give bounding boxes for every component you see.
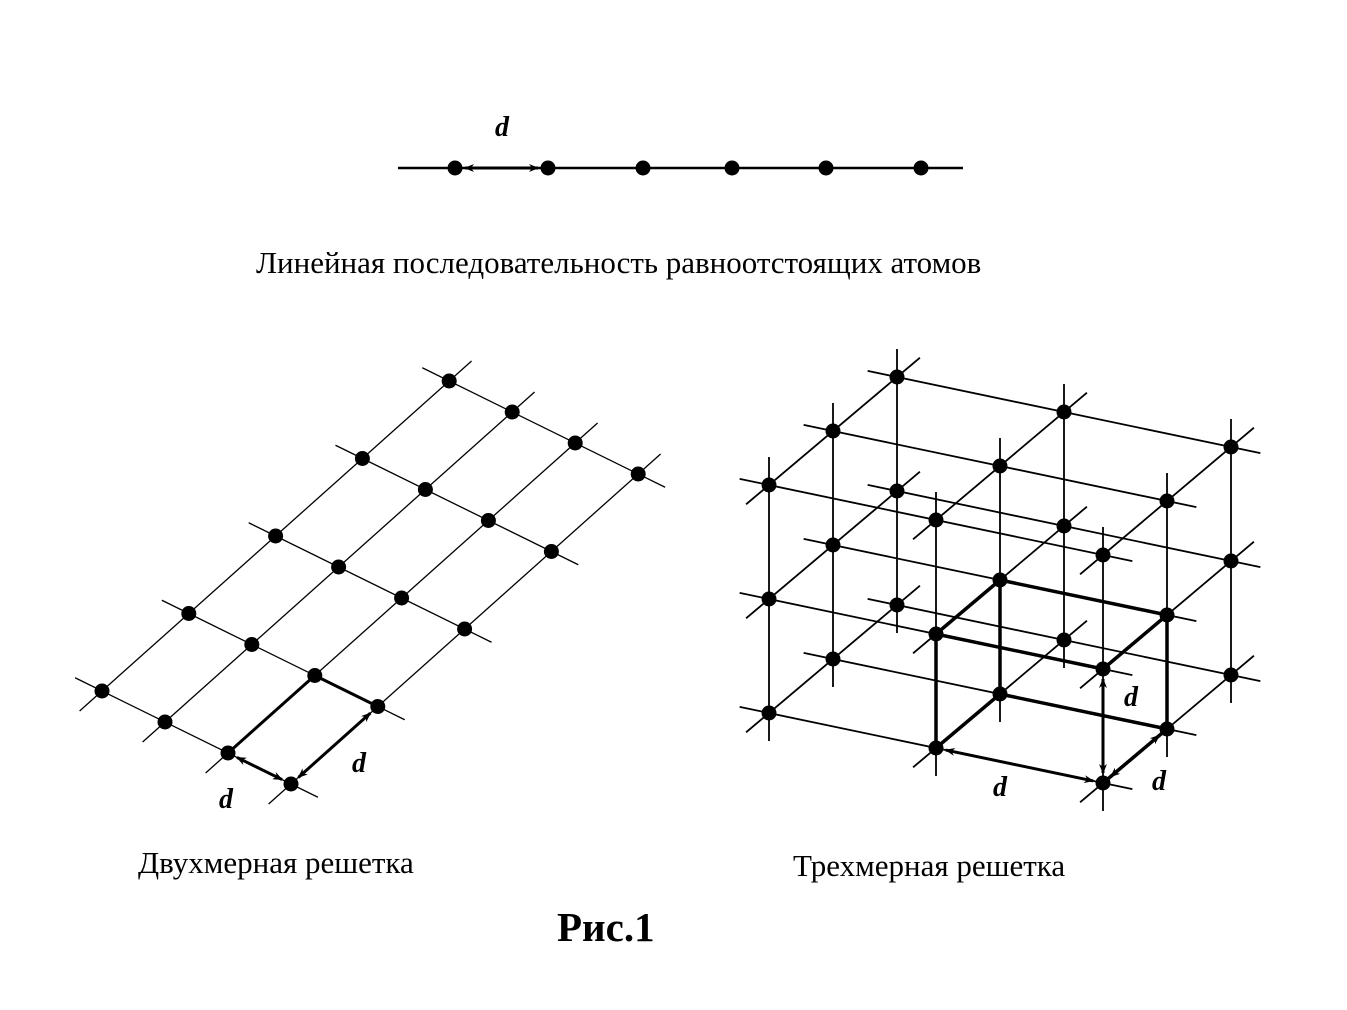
atom [447, 160, 463, 176]
atom [480, 513, 496, 528]
atom [889, 369, 905, 385]
atom [635, 160, 651, 176]
atom [441, 373, 457, 389]
lattice-3d-spacing-label-depth: d [1152, 766, 1166, 797]
atom [181, 606, 197, 621]
lattice-3d-caption: Трехмерная решетка [793, 848, 1066, 883]
atom [630, 466, 646, 482]
atom [1056, 632, 1072, 648]
atom [825, 651, 841, 667]
unit-cell-edge [314, 674, 379, 708]
atom [457, 621, 473, 637]
atom [94, 683, 110, 699]
unit-cell-edge [934, 578, 1002, 636]
atom [1159, 493, 1175, 509]
atom [504, 404, 520, 420]
linear-chain [398, 160, 963, 176]
atom [244, 637, 260, 652]
atom [992, 458, 1008, 474]
lattice-2d-spacing-label-2: d [219, 784, 233, 815]
atom [540, 160, 556, 176]
two-dimensional-lattice [74, 360, 666, 805]
atom [818, 160, 834, 176]
atom [889, 597, 905, 613]
linear-caption: Линейная последовательность равноотстоящ… [256, 245, 982, 280]
lattice-line [421, 367, 666, 488]
atom [1159, 721, 1175, 737]
atom [417, 482, 433, 497]
atom [928, 626, 944, 642]
three-dimensional-lattice [739, 349, 1261, 811]
atom [992, 572, 1008, 588]
atom [1223, 439, 1239, 455]
atom [220, 745, 236, 761]
unit-cell-edge [999, 578, 1168, 617]
lattice-line [335, 444, 579, 566]
atom [761, 477, 777, 493]
spacing-arrow-reverse-head [236, 756, 283, 780]
lattice-2d-spacing-label-1: d [352, 748, 366, 779]
atom [307, 668, 323, 683]
unit-cell-edge [227, 674, 316, 755]
atom [1056, 518, 1072, 534]
atom [1095, 775, 1111, 791]
spacing-arrow-reverse-head [1109, 735, 1160, 778]
atom [889, 483, 905, 499]
unit-cell-edge [999, 692, 1168, 731]
atom [761, 705, 777, 721]
atom [1159, 607, 1175, 623]
atom [1056, 404, 1072, 420]
atom [724, 160, 740, 176]
atom [331, 559, 347, 575]
atom [543, 544, 559, 559]
atom [761, 591, 777, 607]
atom [567, 435, 583, 451]
atom [394, 590, 410, 606]
spacing-arrow-reverse-head [944, 747, 1094, 781]
atom [825, 537, 841, 553]
linear-spacing-label: d [495, 112, 509, 143]
atom [825, 423, 841, 439]
atom [928, 740, 944, 756]
unit-cell-edge [935, 632, 1104, 671]
atom [1223, 553, 1239, 569]
atom [913, 160, 929, 176]
lattice-2d-caption: Двухмерная решетка [138, 845, 414, 880]
atom [1095, 547, 1111, 563]
unit-cell-edge [1101, 613, 1169, 671]
atom [283, 776, 299, 792]
spacing-arrow-reverse-head [297, 713, 371, 779]
atom [992, 686, 1008, 702]
unit-cell-edge [934, 692, 1002, 750]
lattice-3d-spacing-label-vertical: d [1124, 682, 1138, 713]
atom [928, 512, 944, 528]
lattice-3d-spacing-label-horizontal: d [993, 772, 1007, 803]
atom [1223, 667, 1239, 683]
atom [354, 451, 370, 466]
atom [157, 714, 173, 730]
atom [370, 699, 386, 714]
atom [1095, 661, 1111, 677]
lattice-line [248, 522, 492, 643]
atom [268, 528, 284, 544]
figure-label: Рис.1 [557, 904, 655, 950]
